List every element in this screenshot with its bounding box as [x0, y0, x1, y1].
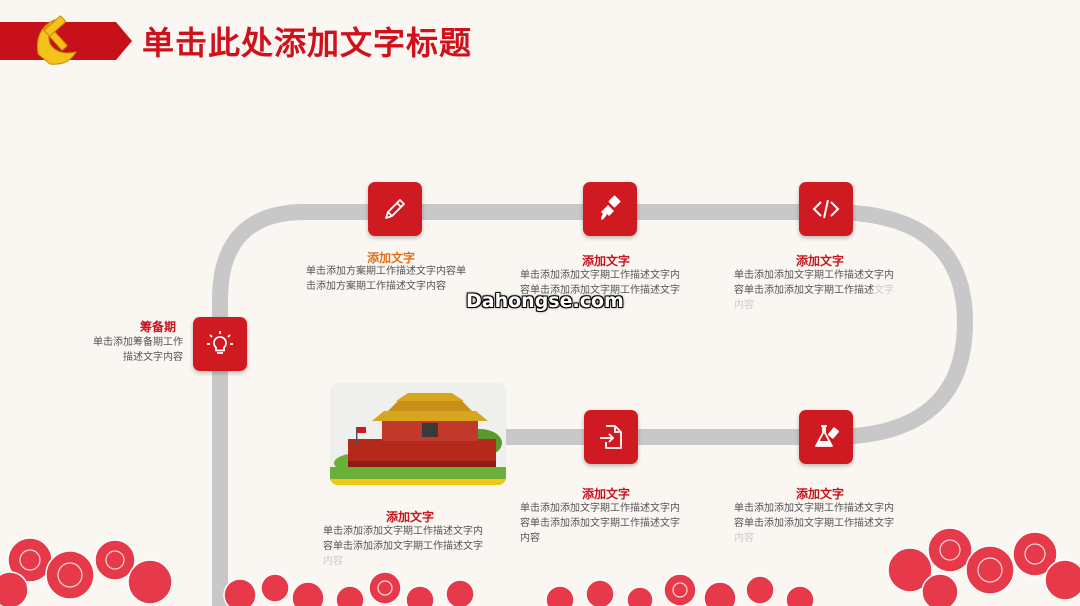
document-import-icon	[600, 425, 622, 449]
desc-line: 单击添加筹备期工作	[93, 337, 183, 348]
desc-line: 单击添加添加文字期工作描述文字内	[734, 270, 894, 281]
desc-line: 内容	[520, 533, 540, 544]
tiananmen-photo	[330, 383, 506, 485]
desc-line: 容单击添加添加文字期工作描述文字	[734, 518, 894, 529]
step-desc-3[interactable]: 单击添加添加文字期工作描述文字内 容单击添加添加文字期工作描述文字	[520, 268, 680, 298]
watermark: Dahongse.com	[466, 290, 624, 312]
step-title-6[interactable]: 添加文字	[582, 487, 631, 501]
desc-line-faded: 内容	[734, 533, 754, 544]
desc-line: 击添加方案期工作描述文字内容	[306, 281, 446, 292]
step-title-preparation[interactable]: 筹备期	[140, 320, 177, 334]
step-desc-4[interactable]: 单击添加添加文字期工作描述文字内 容单击添加添加文字期工作描述文字 内容	[734, 268, 894, 313]
lightbulb-icon	[207, 331, 233, 354]
desc-line: 单击添加方案期工作描述文字内容单	[306, 266, 466, 277]
tiananmen-illustration	[330, 383, 506, 485]
desc-line: 描述文字内容	[123, 352, 183, 363]
step-title-5[interactable]: 添加文字	[796, 487, 845, 501]
title-banner	[0, 22, 132, 60]
pencil-icon	[385, 199, 405, 219]
hammer-sickle-emblem	[36, 15, 77, 65]
step-node-3[interactable]	[583, 182, 637, 236]
step-node-4[interactable]	[799, 182, 853, 236]
desc-line: 容单击添加添加文字期工作描述文字	[520, 285, 680, 296]
desc-line: 单击添加添加文字期工作描述文字内	[323, 526, 483, 537]
step-node-5[interactable]	[799, 410, 853, 464]
step-desc-preparation[interactable]: 单击添加筹备期工作 描述文字内容	[83, 335, 183, 365]
step-title-2[interactable]: 添加文字	[367, 251, 416, 265]
step-desc-2[interactable]: 单击添加方案期工作描述文字内容单 击添加方案期工作描述文字内容	[306, 264, 466, 294]
code-icon	[812, 199, 840, 219]
desc-line: 容单击添加添加文字期工作描述文字	[520, 518, 680, 529]
step-node-preparation[interactable]	[193, 317, 247, 371]
step-node-6[interactable]	[584, 410, 638, 464]
desc-line: 单击添加添加文字期工作描述文字内	[520, 503, 680, 514]
desc-line: 容单击添加添加文字期工作描述文字	[323, 541, 483, 552]
paint-brush-icon	[601, 195, 621, 220]
lab-flask-icon	[815, 425, 839, 447]
desc-line-faded: 内容	[323, 556, 343, 567]
step-desc-5[interactable]: 单击添加添加文字期工作描述文字内 容单击添加添加文字期工作描述文字 内容	[734, 501, 894, 546]
step-title-7[interactable]: 添加文字	[386, 510, 435, 524]
step-desc-7[interactable]: 单击添加添加文字期工作描述文字内 容单击添加添加文字期工作描述文字 内容	[323, 524, 483, 569]
page-title[interactable]: 单击此处添加文字标题	[142, 24, 473, 62]
step-title-3[interactable]: 添加文字	[582, 254, 631, 268]
auspicious-clouds-decoration	[0, 527, 1080, 606]
desc-line-faded: 内容	[734, 300, 754, 311]
step-node-2[interactable]	[368, 182, 422, 236]
desc-line: 容单击添加添加文字期工作描述文字	[734, 285, 894, 296]
step-title-4[interactable]: 添加文字	[796, 254, 845, 268]
desc-line: 单击添加添加文字期工作描述文字内	[520, 270, 680, 281]
desc-line: 单击添加添加文字期工作描述文字内	[734, 503, 894, 514]
step-desc-6[interactable]: 单击添加添加文字期工作描述文字内 容单击添加添加文字期工作描述文字 内容	[520, 501, 680, 546]
